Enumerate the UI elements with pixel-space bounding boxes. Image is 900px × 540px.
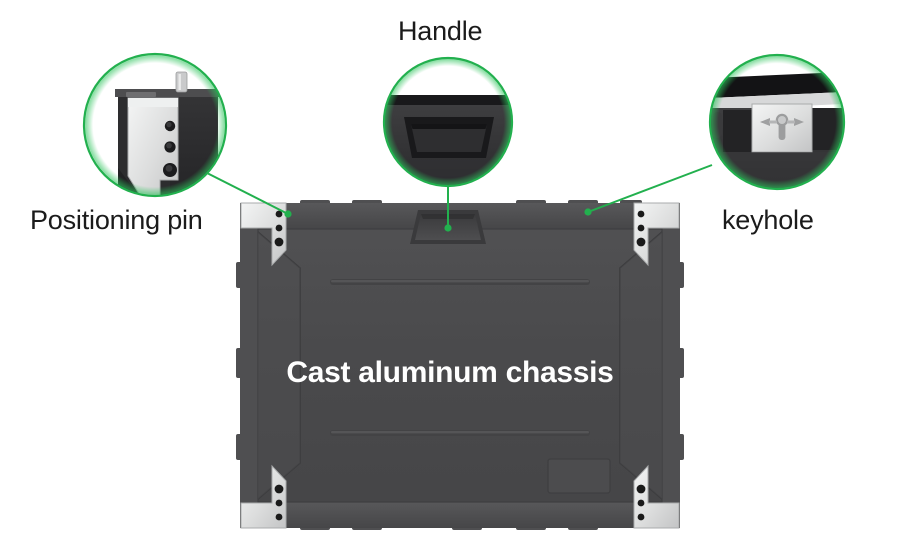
corner-bracket-bottom-right <box>633 464 680 529</box>
chassis-bottom-rail <box>240 502 680 528</box>
leader-dot-positioning-pin <box>284 210 292 218</box>
callout-label-keyhole: keyhole <box>722 205 814 235</box>
callout-circle-positioning-pin <box>82 52 228 198</box>
callout-leaders <box>206 164 713 228</box>
leader-dot-keyhole <box>584 208 592 216</box>
leader-keyhole <box>587 164 713 213</box>
leader-dot-handle <box>444 224 452 232</box>
corner-bracket-top-right <box>633 202 680 267</box>
chassis-right-rail <box>662 203 680 528</box>
chassis-left-rail <box>240 203 258 528</box>
chassis-assembly <box>236 200 684 530</box>
chassis-grooves <box>330 279 590 436</box>
chassis-caption: Cast aluminum chassis <box>286 356 614 389</box>
corner-bracket-bottom-left <box>240 464 287 529</box>
rib-shade-left <box>258 232 300 499</box>
callout-label-handle: Handle <box>398 16 483 46</box>
callout-circle-keyhole <box>708 53 846 191</box>
callout-circle-handle <box>382 56 514 188</box>
corner-bracket-top-left <box>240 202 287 267</box>
service-panel <box>547 458 611 494</box>
callout-leader-dots <box>284 208 592 232</box>
leader-positioning-pin <box>206 172 289 215</box>
rib-shade-right <box>620 232 662 499</box>
callout-label-positioning-pin: Positioning pin <box>30 205 203 235</box>
